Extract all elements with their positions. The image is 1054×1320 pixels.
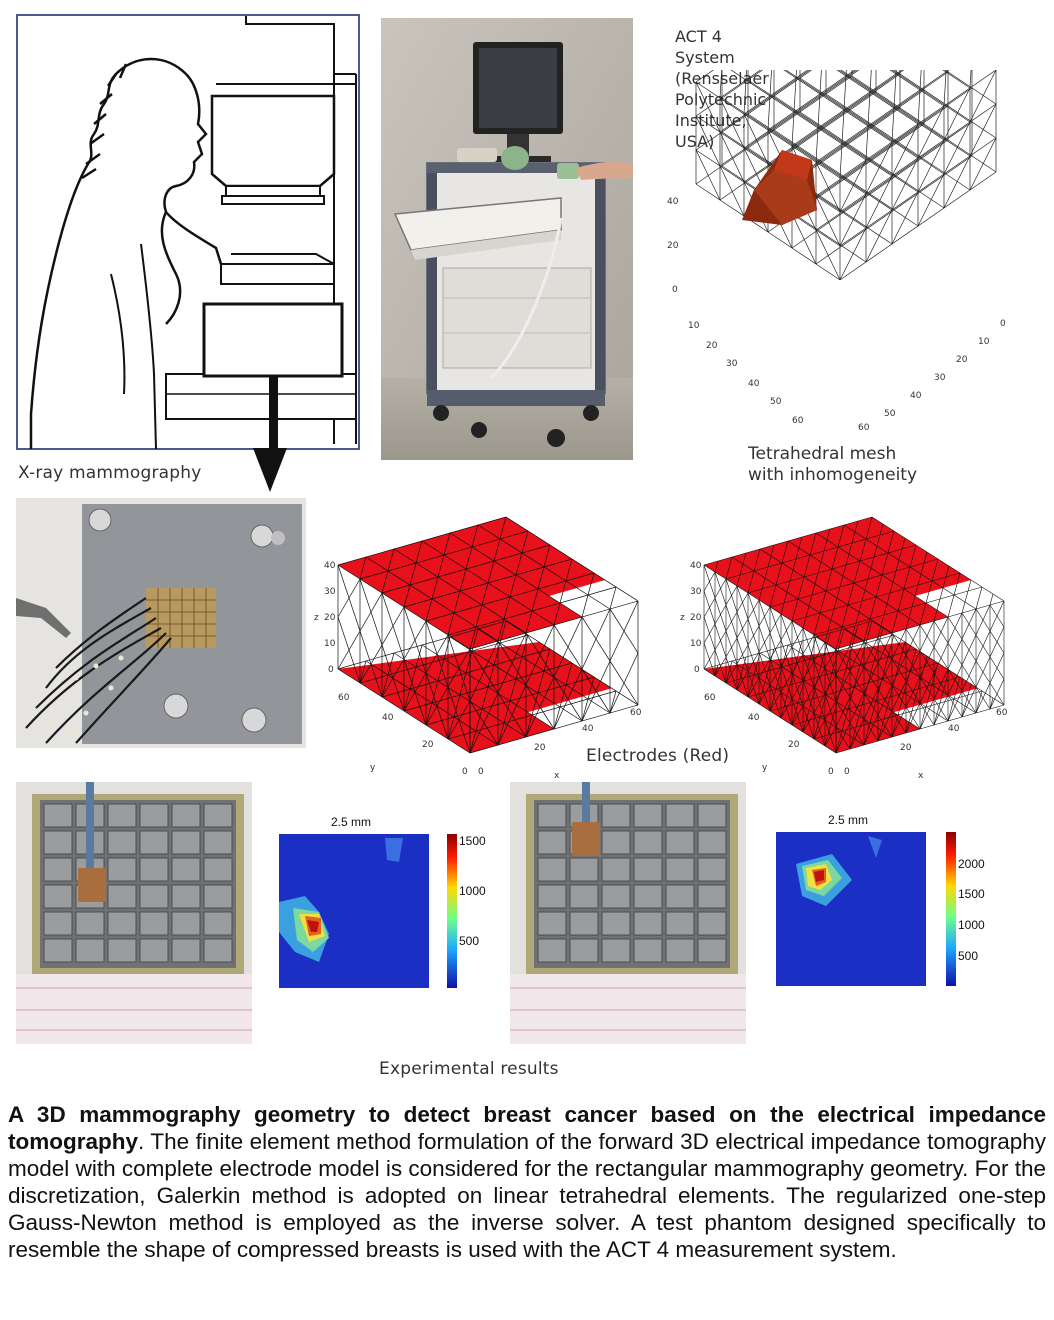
- electrode-z-tick: 20: [324, 613, 336, 623]
- electrode-y-tick: 40: [382, 713, 394, 723]
- electrode-y-axis-label: y: [370, 763, 376, 773]
- xray-panel: [16, 14, 360, 468]
- electrode-z-axis-label: z: [680, 613, 685, 623]
- electrode-x-tick: 40: [582, 724, 594, 734]
- electrode-z-tick: 10: [324, 639, 336, 649]
- caption-body: . The finite element method formulation …: [8, 1129, 1046, 1262]
- electrode-z-tick: 0: [694, 665, 700, 675]
- electrode-z-tick: 40: [690, 561, 702, 571]
- mesh-x-tick: 10: [978, 337, 990, 347]
- colorbar-tick: 1000: [958, 918, 985, 932]
- xray-label: X-ray mammography: [18, 463, 202, 483]
- electrode-z-tick: 0: [328, 665, 334, 675]
- phantom-grid: [510, 782, 746, 1044]
- figure-caption: A 3D mammography geometry to detect brea…: [8, 1101, 1046, 1263]
- electrode-x-tick: 60: [630, 708, 642, 718]
- electrode-x-tick: 20: [534, 743, 546, 753]
- act4-label-line: ACT 4: [675, 27, 722, 46]
- act4-label-line: System: [675, 48, 735, 67]
- electrode-z-tick: 20: [690, 613, 702, 623]
- tetrahedral-mesh-plot: 40 20 0 10 20 30 40 50 60 0 10 20 30 40 …: [667, 70, 1006, 433]
- experimental-label: Experimental results: [379, 1059, 559, 1079]
- colorbar-tick: 500: [958, 949, 978, 963]
- electrode-y-tick: 60: [338, 693, 350, 703]
- electrode-x-tick: 0: [844, 767, 850, 777]
- electrode-x-tick: 0: [478, 767, 484, 777]
- down-arrow-icon: [253, 448, 287, 492]
- electrode-y-tick: 20: [422, 740, 434, 750]
- mesh-label: Tetrahedral mesh with inhomogeneity: [748, 444, 917, 486]
- mesh-y-tick: 50: [770, 397, 782, 407]
- mesh-x-tick: 20: [956, 355, 968, 365]
- mesh-y-tick: 20: [706, 341, 718, 351]
- colorbar-tick: 1500: [459, 834, 486, 848]
- electrode-z-tick: 10: [690, 639, 702, 649]
- electrode-x-tick: 40: [948, 724, 960, 734]
- mesh-z-tick: 20: [667, 241, 679, 251]
- mesh-z-tick: 40: [667, 197, 679, 207]
- electrode-z-tick: 30: [324, 587, 336, 597]
- electrode-y-tick: 60: [704, 693, 716, 703]
- colorbar-2: [946, 832, 956, 986]
- mesh-y-tick: 40: [748, 379, 760, 389]
- mesh-x-tick: 40: [910, 391, 922, 401]
- colorbar-tick: 1500: [958, 887, 985, 901]
- electrode-x-tick: 60: [996, 708, 1008, 718]
- electrode-z-tick: 30: [690, 587, 702, 597]
- act4-cart-photo: [381, 18, 633, 460]
- electrode-top-surface: [338, 517, 612, 753]
- reconstruction-heatmap-1: 2.5 mm 1500 1000 500: [279, 815, 486, 988]
- mesh-z-tick: 0: [672, 285, 678, 295]
- result2-title: 2.5 mm: [828, 813, 868, 827]
- heatmap-background: [776, 832, 926, 986]
- tumor-inhomogeneity: [742, 150, 817, 225]
- mesh-label-line: Tetrahedral mesh: [748, 444, 897, 464]
- reconstruction-heatmap-2: 2.5 mm 2000 1500 1000 500: [776, 813, 985, 986]
- electrode-y-tick: 0: [828, 767, 834, 777]
- mesh-x-tick: 60: [858, 423, 870, 433]
- electrode-y-axis-label: y: [762, 763, 768, 773]
- mesh-y-tick: 10: [688, 321, 700, 331]
- caption-title: A 3D mammography geometry to detect brea…: [8, 1102, 1046, 1154]
- phantom-grid-photo-2: [510, 782, 746, 1044]
- phantom-grid: [16, 782, 252, 1044]
- electrode-x-tick: 20: [900, 743, 912, 753]
- electrodes-label: Electrodes (Red): [586, 746, 730, 766]
- electrode-x-axis-label: x: [918, 771, 924, 780]
- colorbar-tick: 2000: [958, 857, 985, 871]
- colorbar-tick: 1000: [459, 884, 486, 898]
- electrode-top-surface: [704, 517, 978, 753]
- mesh-x-tick: 0: [1000, 319, 1006, 329]
- act4-label-line: USA): [675, 132, 715, 151]
- result1-title: 2.5 mm: [331, 815, 371, 829]
- mesh-label-line: with inhomogeneity: [748, 465, 918, 485]
- mesh-x-tick: 30: [934, 373, 946, 383]
- electrode-y-tick: 20: [788, 740, 800, 750]
- electrode-y-tick: 0: [462, 767, 468, 777]
- electrode-y-tick: 40: [748, 713, 760, 723]
- mesh-y-tick: 30: [726, 359, 738, 369]
- electrode-mesh-plot-coarse: 40 30 20 10 0 z 60 40 20 0 y 0 20 40 60 …: [314, 516, 642, 780]
- xray-drawing: [16, 14, 360, 468]
- colorbar-1: [447, 834, 457, 988]
- phantom-grid-photo-1: [16, 782, 252, 1044]
- phantom-photo: [16, 498, 306, 748]
- electrode-x-axis-label: x: [554, 771, 560, 780]
- electrode-mesh-plot-fine: 40 30 20 10 0 z 60 40 20 0 y 0 20 40 60 …: [680, 516, 1008, 780]
- mesh-x-tick: 50: [884, 409, 896, 419]
- colorbar-tick: 500: [459, 934, 479, 948]
- electrode-z-axis-label: z: [314, 613, 319, 623]
- electrode-z-tick: 40: [324, 561, 336, 571]
- act4-label: ACT 4 System (Rensselaer Polytechnic Ins…: [675, 26, 769, 152]
- mesh-y-tick: 60: [792, 416, 804, 426]
